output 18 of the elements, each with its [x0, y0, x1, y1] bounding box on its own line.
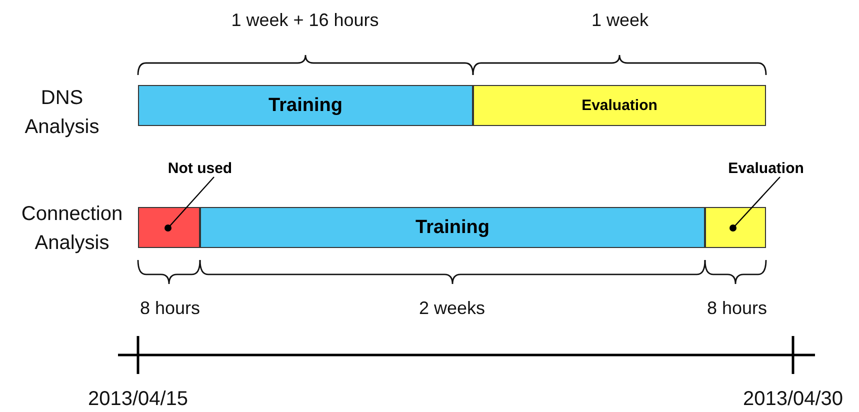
evaluation-bar: Evaluation — [473, 85, 766, 126]
duration-label: 1 week — [591, 10, 649, 31]
duration-label: 1 week + 16 hours — [231, 10, 379, 31]
leader-line — [164, 176, 214, 232]
duration-label: 8 hours — [706, 298, 768, 319]
row-label: Connection Analysis — [20, 202, 124, 256]
duration-label: 8 hours — [140, 298, 200, 319]
leader-line — [730, 176, 780, 232]
callout-label: Not used — [168, 160, 232, 177]
evaluation-bar — [705, 207, 766, 248]
row-label: DNS Analysis — [24, 86, 100, 140]
callout-label: Evaluation — [728, 160, 804, 177]
date-label: 2013/04/15 — [88, 388, 188, 411]
training-bar: Training — [200, 207, 705, 248]
duration-label: 2 weeks — [418, 298, 486, 319]
date-label: 2013/04/30 — [742, 388, 844, 411]
training-bar: Training — [138, 85, 473, 126]
unused-bar — [138, 207, 200, 248]
